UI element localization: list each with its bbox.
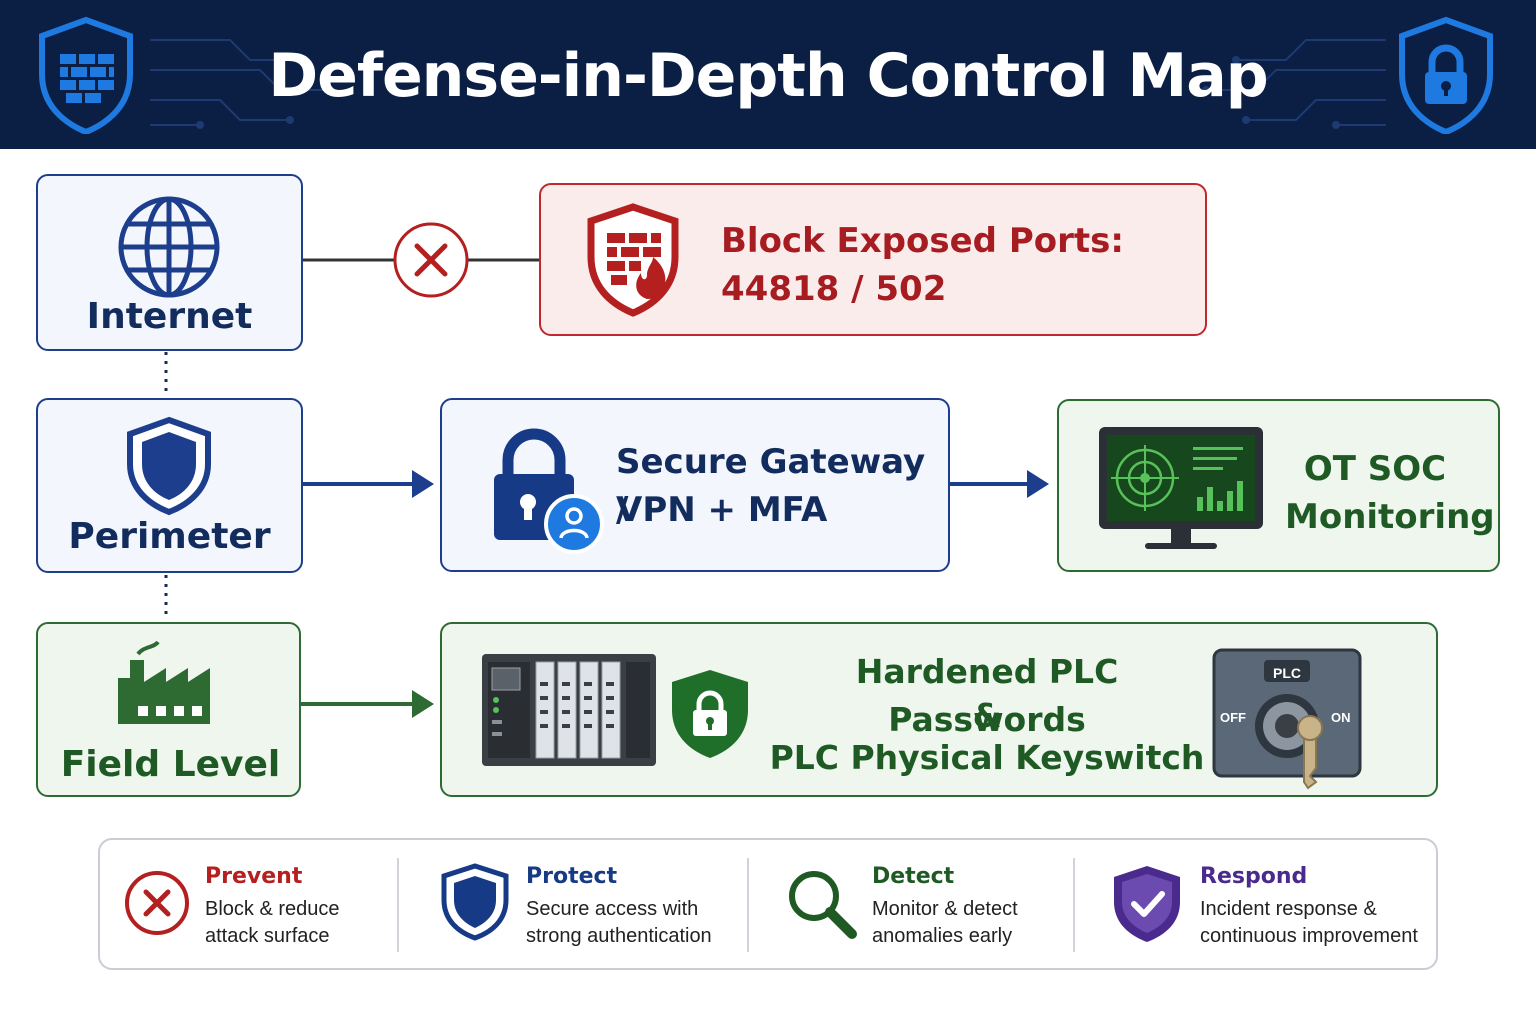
check-shield-icon bbox=[1114, 866, 1180, 942]
layer-field-level: Field Level bbox=[36, 622, 301, 797]
layer-label-internet: Internet bbox=[86, 296, 253, 337]
shield-icon bbox=[441, 863, 509, 941]
control-plc-hardening: Hardened PLC Passwords & PLC Physical Ke… bbox=[440, 622, 1438, 797]
legend-title-detect: Detect bbox=[872, 864, 955, 889]
legend-panel: Prevent Block & reduce attack surface Pr… bbox=[98, 838, 1438, 970]
soc-line2: Monitoring bbox=[1285, 497, 1495, 537]
legend-item-detect: Detect Monitor & detect anomalies early bbox=[768, 840, 1088, 968]
legend-item-protect: Protect Secure access with strong authen… bbox=[420, 840, 740, 968]
factory-icon bbox=[118, 640, 210, 724]
firewall-fire-icon bbox=[587, 203, 679, 317]
lock-user-icon bbox=[494, 428, 604, 554]
gateway-line2: VPN + MFA bbox=[616, 490, 828, 530]
legend-item-prevent: Prevent Block & reduce attack surface bbox=[100, 840, 400, 968]
plc-rack-icon bbox=[482, 654, 656, 766]
legend-title-prevent: Prevent bbox=[205, 864, 303, 889]
legend-desc-respond: Incident response & continuous improveme… bbox=[1200, 898, 1418, 947]
legend-divider bbox=[747, 858, 749, 952]
legend-desc-protect: Secure access with strong authentication bbox=[526, 898, 712, 947]
globe-icon bbox=[118, 196, 220, 298]
circuit-pattern-right bbox=[1202, 39, 1386, 129]
firewall-shield-icon bbox=[39, 16, 133, 134]
plc-line1: Hardened PLC Passwords bbox=[855, 652, 1119, 739]
search-icon bbox=[789, 871, 857, 939]
blocked-icon bbox=[393, 222, 469, 298]
layer-perimeter: Perimeter bbox=[36, 398, 303, 573]
block-ports-line2: 44818 / 502 bbox=[721, 269, 947, 309]
plc-line3: PLC Physical Keyswitch bbox=[769, 738, 1205, 777]
keyswitch-icon bbox=[1212, 648, 1362, 790]
layer-internet: Internet bbox=[36, 174, 303, 351]
layer-label-perimeter: Perimeter bbox=[68, 516, 271, 557]
legend-title-respond: Respond bbox=[1200, 864, 1308, 889]
soc-line1: OT SOC bbox=[1303, 449, 1447, 489]
lock-shield-icon bbox=[1399, 16, 1493, 134]
legend-title-protect: Protect bbox=[526, 864, 618, 889]
legend-item-respond: Respond Incident response & continuous i… bbox=[1096, 840, 1436, 968]
layer-label-field-level: Field Level bbox=[60, 744, 281, 785]
legend-divider bbox=[1073, 858, 1075, 952]
keyswitch-label: PLC bbox=[1273, 665, 1301, 681]
green-lock-shield-icon bbox=[672, 670, 748, 758]
header-banner: Defense-in-Depth Control Map bbox=[0, 0, 1536, 149]
legend-desc-prevent: Block & reduce attack surface bbox=[205, 898, 340, 947]
blocked-icon bbox=[125, 871, 189, 935]
legend-desc-detect: Monitor & detect anomalies early bbox=[872, 898, 1018, 947]
keyswitch-on-label: ON bbox=[1331, 710, 1351, 725]
block-ports-line1: Block Exposed Ports: bbox=[721, 221, 1124, 261]
gateway-line1: Secure Gateway / bbox=[616, 442, 926, 530]
plc-line2: & bbox=[972, 696, 1002, 735]
keyswitch-off-label: OFF bbox=[1220, 710, 1246, 725]
shield-icon bbox=[127, 416, 211, 516]
circuit-pattern-left bbox=[150, 39, 334, 129]
control-ot-soc: OT SOC Monitoring bbox=[1057, 399, 1500, 572]
legend-divider bbox=[397, 858, 399, 952]
control-block-ports: Block Exposed Ports: 44818 / 502 bbox=[539, 183, 1207, 336]
page-title: Defense-in-Depth Control Map bbox=[268, 41, 1268, 111]
monitor-icon bbox=[1099, 427, 1263, 549]
control-secure-gateway: Secure Gateway / VPN + MFA bbox=[440, 398, 950, 572]
